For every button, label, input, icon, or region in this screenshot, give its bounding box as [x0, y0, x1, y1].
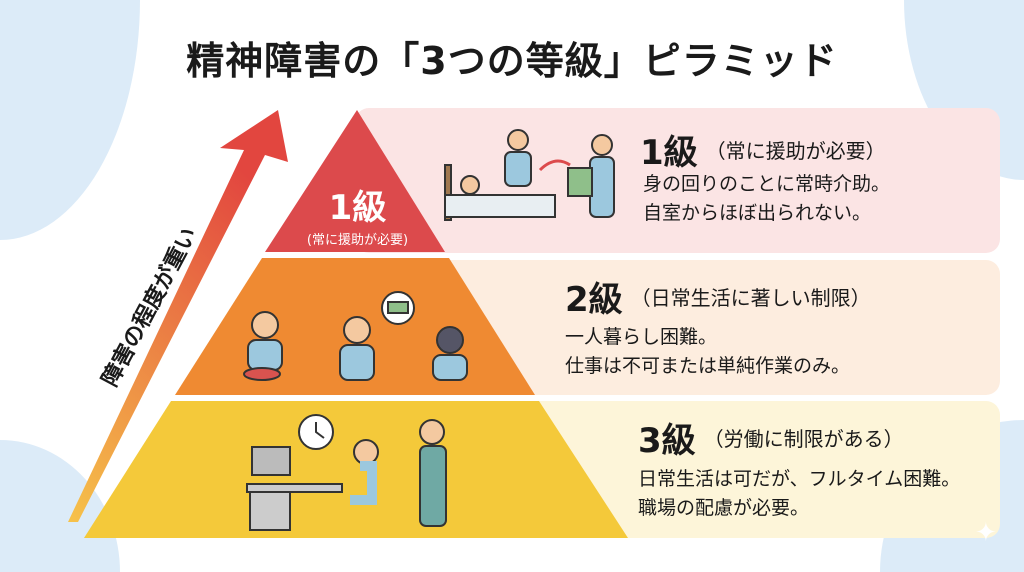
desc-line: 身の回りのことに常時介助。 [643, 173, 891, 195]
arrow-icon [538, 159, 571, 172]
desc-line: 仕事は不可または単純作業のみ。 [565, 355, 851, 377]
grade1-heading: 1級 （常に援助が必要） [640, 125, 886, 174]
grade1-pyramid-sub: (常に援助が必要) [306, 233, 409, 248]
grade3-label: 3級 [638, 421, 696, 461]
grade1-description: 身の回りのことに常時介助。 自室からほぼ出られない。 [643, 170, 890, 228]
grade1-sub: （常に援助が必要） [705, 139, 886, 163]
page-title: 精神障害の「3つの等級」ピラミッド [186, 39, 838, 83]
grade2-label: 2級 [565, 280, 623, 320]
sparkle-icon: ✦ [975, 518, 997, 548]
pyramid-tier-3 [84, 401, 628, 538]
desc-line: 職場の配慮が必要。 [638, 497, 810, 519]
grade2-sub: （日常生活に著しい制限） [630, 286, 871, 310]
grade3-sub: （労働に制限がある） [703, 427, 904, 451]
struggling-people-illustration [243, 291, 468, 381]
desc-line: 一人暮らし困難。 [565, 326, 718, 348]
desc-line: 日常生活は可だが、フルタイム困難。 [638, 468, 961, 490]
grade1-pyramid-title: 1級 [328, 188, 387, 228]
pyramid-tier-1-label: 1級 (常に援助が必要) [285, 180, 430, 248]
grade1-label: 1級 [640, 133, 698, 173]
grade2-heading: 2級 （日常生活に著しい制限） [565, 272, 871, 321]
severity-arrow [68, 110, 288, 522]
grade3-heading: 3級 （労働に制限がある） [638, 413, 904, 462]
desc-line: 自室からほぼ出られない。 [643, 202, 872, 224]
grade2-description: 一人暮らし困難。 仕事は不可または単純作業のみ。 [565, 323, 850, 381]
care-illustration [444, 129, 615, 221]
grade3-description: 日常生活は可だが、フルタイム困難。 職場の配慮が必要。 [638, 465, 960, 523]
pyramid-tier-1 [265, 110, 445, 252]
workplace-illustration [246, 414, 447, 531]
